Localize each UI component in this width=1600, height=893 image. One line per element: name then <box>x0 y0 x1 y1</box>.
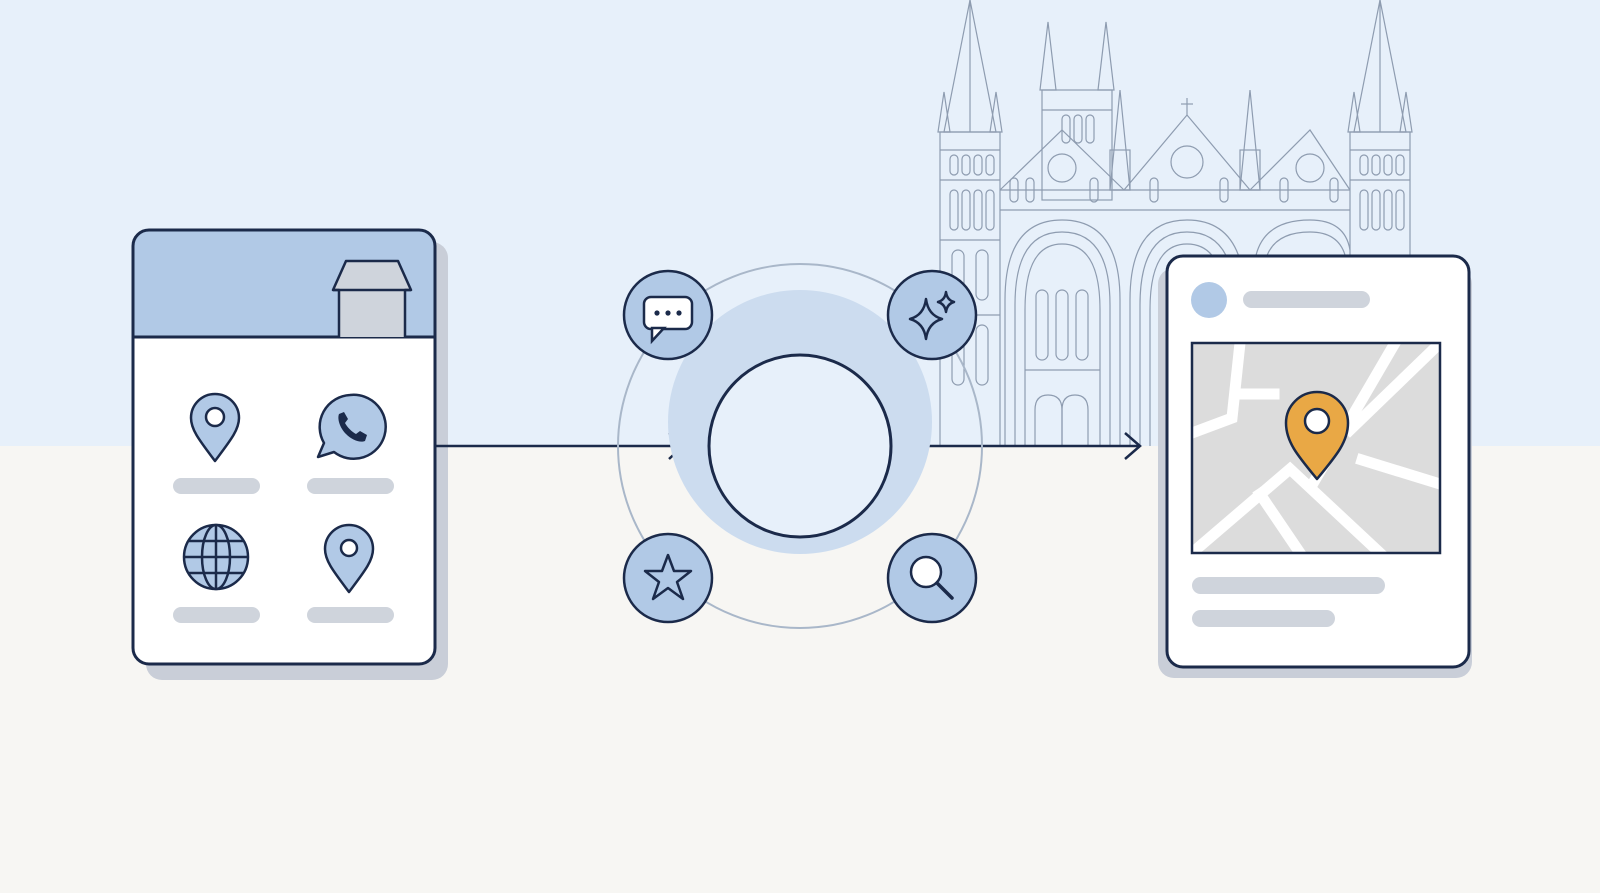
globe-icon <box>182 523 250 591</box>
chat-bubble-icon <box>622 269 714 361</box>
connector-arrow-left <box>435 432 685 460</box>
business-profile-card <box>131 228 448 680</box>
star-icon <box>622 532 714 624</box>
map-pin-icon <box>1284 390 1350 481</box>
listing-card <box>1158 254 1472 678</box>
connector-arrow-right <box>890 432 1142 460</box>
store-icon <box>331 259 413 337</box>
whatsapp-icon <box>316 393 387 460</box>
avatar-icon <box>1191 282 1227 318</box>
hub <box>617 263 983 629</box>
map-pin-icon <box>189 392 241 463</box>
sparkles-icon <box>886 269 978 361</box>
map-pin-icon <box>323 523 375 594</box>
search-icon <box>886 532 978 624</box>
